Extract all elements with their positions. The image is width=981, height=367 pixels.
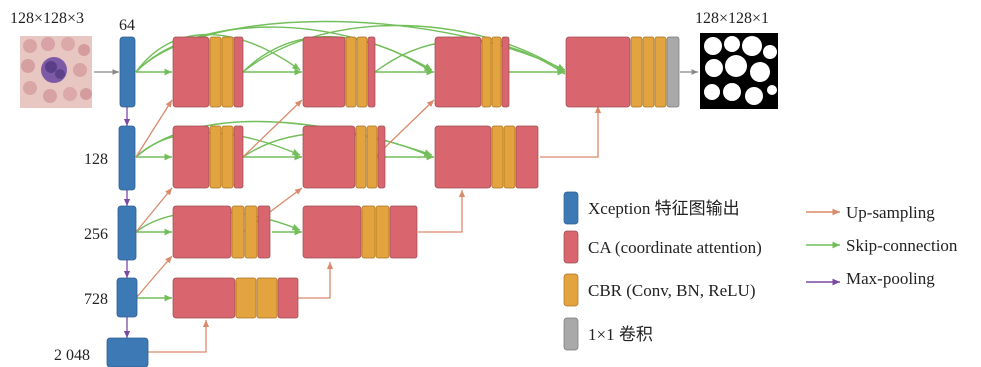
legend-swatch-ca — [563, 230, 579, 264]
legend-swatch-cbr — [563, 273, 579, 307]
encoder-block-728 — [116, 277, 138, 318]
node-x13 — [434, 125, 539, 189]
encoder-block-128 — [118, 125, 136, 191]
node-x21 — [172, 205, 271, 259]
input-size-label: 128×128×3 — [10, 10, 84, 27]
decoder-nodes — [172, 36, 680, 319]
encoder-label-128: 128 — [84, 151, 108, 168]
legend-label-conv1x1: 1×1 卷积 — [588, 325, 653, 344]
legend-label-maxpool: Max-pooling — [846, 269, 935, 288]
legend-label-upsampling: Up-sampling — [846, 203, 935, 222]
node-x12 — [302, 125, 386, 189]
encoder-label-64: 64 — [119, 17, 135, 34]
node-x31 — [172, 277, 299, 319]
legend-swatch-conv1x1 — [563, 317, 579, 351]
node-x04 — [565, 36, 680, 108]
encoder-label-2048: 2 048 — [54, 347, 90, 364]
node-x22 — [302, 205, 418, 259]
node-x03 — [434, 36, 510, 108]
encoder-label-728: 728 — [84, 291, 108, 308]
node-x11 — [172, 125, 244, 189]
legend-label-cbr: CBR (Conv, BN, ReLU) — [588, 281, 756, 300]
input-image — [20, 36, 92, 108]
encoder-block-64 — [119, 36, 136, 108]
node-x01 — [172, 36, 244, 108]
legend-label-ca: CA (coordinate attention) — [588, 238, 762, 257]
legend-arrows: Up-sampling Skip-connection Max-pooling — [806, 203, 958, 288]
encoder-blocks — [106, 36, 149, 367]
output-mask — [700, 33, 778, 109]
output-size-label: 128×128×1 — [695, 10, 769, 27]
legend-label-xception: Xception 特征图输出 — [588, 199, 740, 218]
upsampling-arrows — [135, 99, 602, 353]
encoder-block-2048 — [106, 337, 149, 367]
encoder-label-256: 256 — [84, 226, 108, 243]
legend-swatch-xception — [563, 191, 579, 225]
legend-blocks: Xception 特征图输出 CA (coordinate attention)… — [563, 191, 762, 351]
encoder-block-256 — [117, 205, 137, 261]
node-x02 — [302, 36, 376, 108]
legend-label-skip: Skip-connection — [846, 236, 958, 255]
